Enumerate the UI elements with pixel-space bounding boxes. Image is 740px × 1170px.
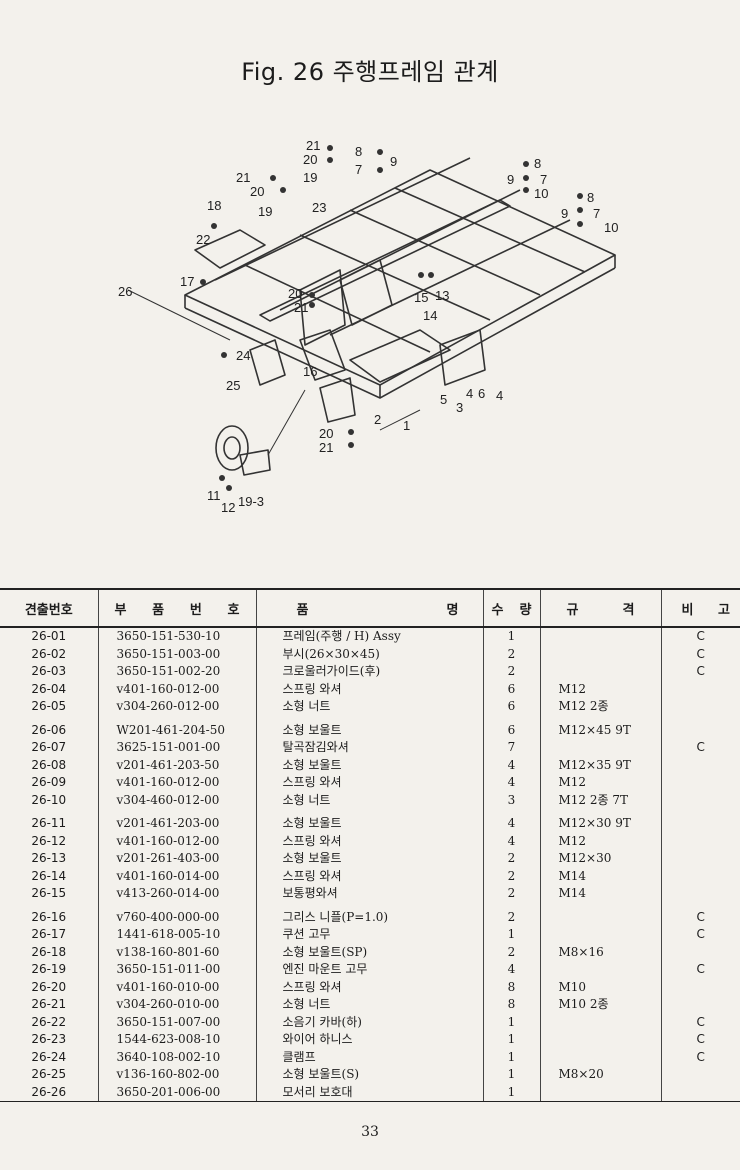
callout-label: 4	[466, 386, 473, 401]
callout-label: 9	[561, 206, 568, 221]
callout-label: 10	[604, 220, 618, 235]
callout-label: 21	[236, 170, 250, 185]
callout-label: 21	[294, 300, 308, 315]
page-number: 33	[361, 1124, 379, 1140]
header-ref-no: 견출번호	[0, 588, 98, 628]
callout-label: 21	[319, 440, 333, 455]
callout-label: 20	[250, 184, 264, 199]
callout-label: 11	[207, 488, 221, 503]
callout-label: 7	[355, 162, 362, 177]
callout-label: 18	[207, 198, 221, 213]
callout-label: 7	[540, 172, 547, 187]
figure-title: Fig. 26 주행프레임 관계	[241, 58, 499, 86]
callout-label: 23	[312, 200, 326, 215]
callout-label: 17	[180, 274, 194, 289]
callout-label: 7	[593, 206, 600, 221]
callout-label: 3	[456, 400, 463, 415]
frame-drawing: 21 20 19 8 9 7 21 20 19 23 18 22 17 26 8…	[118, 138, 618, 515]
callout-label: 8	[355, 144, 362, 159]
callout-label: 8	[534, 156, 541, 171]
callout-label: 15	[414, 290, 428, 305]
callout-label: 6	[478, 386, 485, 401]
callout-label: 21	[306, 138, 320, 153]
callout-label: 20	[288, 286, 302, 301]
callout-label: 16	[303, 364, 317, 379]
callout-label: 5	[440, 392, 447, 407]
callout-label: 9	[507, 172, 514, 187]
callout-label: 8	[587, 190, 594, 205]
exploded-parts-diagram: 21 20 19 8 9 7 21 20 19 23 18 22 17 26 8…	[0, 130, 740, 520]
callout-label: 1	[403, 418, 410, 433]
callout-label: 13	[435, 288, 449, 303]
callout-label: 22	[196, 232, 210, 247]
callout-label: 12	[221, 500, 235, 515]
callout-label: 10	[534, 186, 548, 201]
callout-label: 2	[374, 412, 381, 427]
callout-label: 26	[118, 284, 132, 299]
callout-label: 19	[258, 204, 272, 219]
callout-label: 4	[496, 388, 503, 403]
callout-label: 20	[303, 152, 317, 167]
callout-label: 20	[319, 426, 333, 441]
callout-label: 25	[226, 378, 240, 393]
callout-label: 19	[303, 170, 317, 185]
callout-label: 9	[390, 154, 397, 169]
callout-label: 19-3	[238, 494, 264, 509]
callout-label: 14	[423, 308, 437, 323]
callout-label: 24	[236, 348, 250, 363]
